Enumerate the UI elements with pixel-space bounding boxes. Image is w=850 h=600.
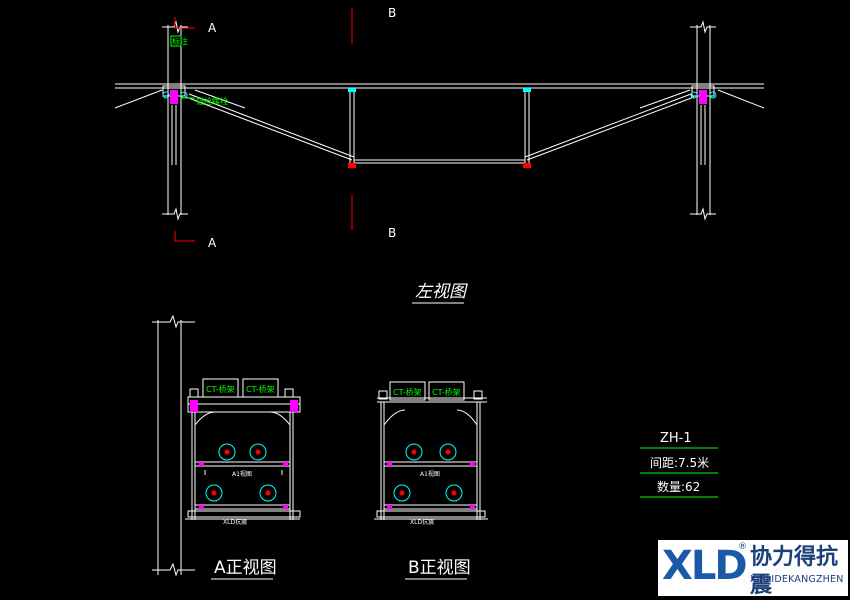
a-pipe-note: A1视图 bbox=[232, 470, 252, 478]
b-tray-1-label: CT-桥架 bbox=[393, 387, 422, 397]
b-pipe-note: A1视图 bbox=[420, 470, 440, 478]
section-mark-a-bottom bbox=[174, 231, 195, 242]
logo-mark-text: XLD bbox=[662, 543, 748, 589]
left-view bbox=[114, 20, 765, 221]
logo-name-en: XIELIDEKANGZHEN bbox=[750, 574, 844, 585]
company-logo: XLD ® 协力得抗震 XIELIDEKANGZHEN bbox=[658, 540, 848, 598]
callout-top: 标注 bbox=[172, 36, 188, 46]
a-front-view bbox=[152, 314, 301, 577]
section-mark-a-top bbox=[174, 17, 195, 29]
section-label-a-bottom: A bbox=[208, 236, 217, 250]
info-table bbox=[640, 447, 718, 498]
logo-mark: XLD bbox=[662, 543, 748, 589]
b-pipes bbox=[393, 443, 463, 502]
callout-mid: 锚栓螺栓 bbox=[196, 96, 228, 106]
a-tray-1-label: CT-桥架 bbox=[206, 384, 235, 394]
a-tray-2-label: CT-桥架 bbox=[246, 384, 275, 394]
b-front-view-title: B正视图 bbox=[408, 558, 471, 578]
b-tray-2-label: CT-桥架 bbox=[432, 387, 461, 397]
section-label-a-top: A bbox=[208, 21, 217, 35]
b-bottom-note: XLD抗震 bbox=[410, 518, 434, 526]
left-view-title: 左视图 bbox=[415, 282, 468, 302]
a-front-view-title: A正视图 bbox=[214, 558, 277, 578]
section-label-b-top: B bbox=[388, 6, 396, 20]
logo-registered: ® bbox=[738, 542, 747, 552]
info-quantity: 数量:62 bbox=[657, 479, 700, 494]
a-pipes bbox=[205, 443, 277, 502]
a-bottom-note: XLD抗震 bbox=[223, 518, 247, 526]
section-label-b-bottom: B bbox=[388, 226, 396, 240]
left-view-brackets bbox=[162, 35, 717, 168]
info-code: ZH-1 bbox=[660, 431, 692, 446]
b-front-view bbox=[374, 397, 488, 520]
logo-name-cn: 协力得抗震 bbox=[750, 545, 839, 598]
info-spacing: 间距:7.5米 bbox=[650, 456, 709, 470]
